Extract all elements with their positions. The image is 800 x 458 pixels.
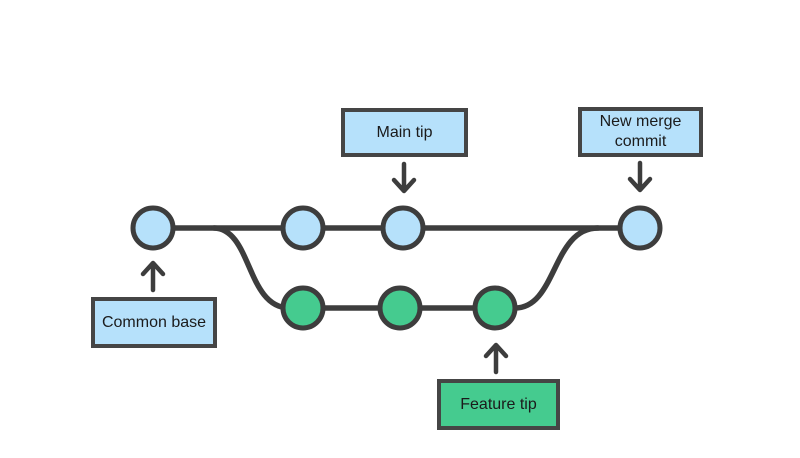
arrow-up-feature-tip-icon [483,342,509,375]
label-main-tip: Main tip [341,108,468,157]
arrow-down-new-merge-icon [627,160,653,193]
commit-feature-1 [280,285,326,331]
label-feature-tip: Feature tip [437,379,560,430]
arrow-down-main-tip-icon [391,161,417,194]
commit-main-tip [380,205,426,251]
label-new-merge-commit: New merge commit [578,107,703,157]
commit-main-2 [280,205,326,251]
commit-feature-tip [472,285,518,331]
branch-out-curve [211,225,292,311]
commit-common-base [130,205,176,251]
merge-in-curve [512,225,601,311]
arrow-up-common-base-icon [140,260,166,293]
commit-feature-2 [377,285,423,331]
commit-new-merge [617,205,663,251]
label-common-base: Common base [91,297,217,348]
